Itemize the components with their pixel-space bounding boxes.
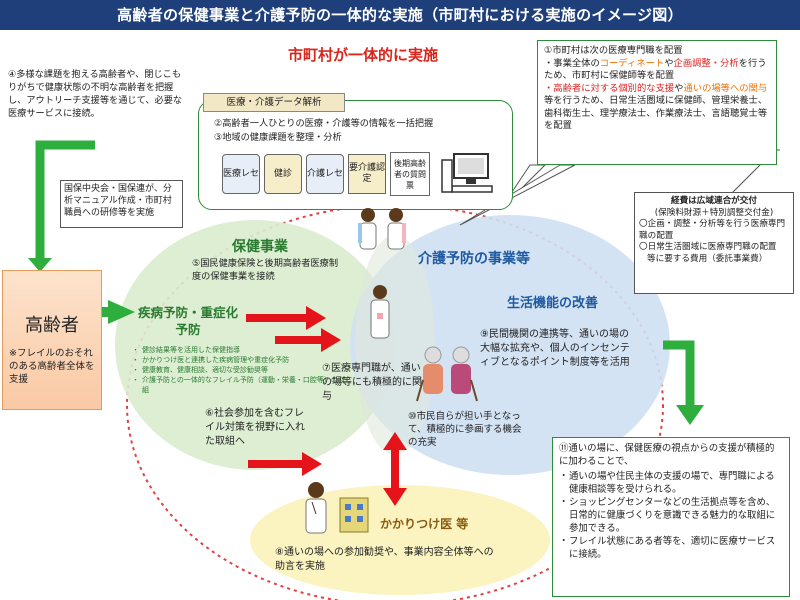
staff-pair-icon xyxy=(358,208,406,250)
doctor-title: かかりつけ医 等 xyxy=(380,517,469,531)
box11-bullet: フレイル状態にある者等を、適切に医療サービスに接続。 xyxy=(559,535,783,561)
data-panel-tab: 医療・介護データ解析 xyxy=(203,93,345,112)
center-item10: ⑩市民自らが担い手となって、積極的に参画する機会の充実 xyxy=(408,411,522,448)
card-care-certification: 要介護認定 xyxy=(348,154,386,194)
box11-bullet: ショッピングセンターなどの生活拠点等を含め、日常的に健康づくりを意識できる魅力的… xyxy=(559,496,783,535)
doctor-clinic-icon xyxy=(305,482,369,534)
health-item6: ⑥社会参加を含むフレイル対策を視野に入れた取組へ xyxy=(205,408,305,447)
card-care-receipt: 介護レセ xyxy=(306,154,344,194)
nurse-icon xyxy=(370,285,390,339)
box11-head: ⑪通いの場に、保健医療の視点からの支援が積極的に加わることで、 xyxy=(559,443,775,467)
health-bullet: かかりつけ医と連携した疾病管理や重症化予防 xyxy=(132,355,347,365)
red-arrow-2 xyxy=(275,336,323,344)
elderly-couple-icon xyxy=(416,346,478,402)
national-note: 国保中央会・国保連が、分析マニュアル作成・市町村職員への研修等を実施 xyxy=(60,180,183,228)
health-bullet: 介護予防との一体的なフレイル予防（運動・栄養・口腔等）の取組 xyxy=(132,375,347,395)
elderly-title: 高齢者 xyxy=(25,315,79,336)
funding-item3: 等に要する費用（委託事業費） xyxy=(647,253,768,264)
box-outcomes: ⑪通いの場に、保健医療の視点からの支援が積極的に加わることで、 通いの場や住民主… xyxy=(552,437,790,597)
card-medical-receipt: 医療レセ xyxy=(222,154,260,194)
red-arrow-3 xyxy=(248,460,304,468)
box1-line1: ①市町村は次の医療専門職を配置 xyxy=(544,45,683,56)
box11-bullet: 通いの場や住民主体の支援の場で、専門職による健康相談等を受けられる。 xyxy=(559,470,783,496)
note-outreach: ④多様な課題を抱える高齢者や、閉じこもりがちで健康状態の不明な高齢者を把握し、ア… xyxy=(8,69,183,119)
funding-item1: 〇企画・調整・分析等を行う医療専門職の配置 xyxy=(639,219,786,241)
elderly-note: ※フレイルのおそれのある高齢者全体を支援 xyxy=(9,348,95,385)
funding-title: 経費は広域連合が交付 xyxy=(671,196,757,206)
arrow-to-box11 xyxy=(663,340,695,410)
header-municipality: 市町村が一体的に実施 xyxy=(287,46,438,64)
health-item5: ⑤国民健康保険と後期高齢者医療制度の保健事業を接続 xyxy=(192,258,339,282)
funding-box: 経費は広域連合が交付 (保険料財源＋特別調整交付金) 〇企画・調整・分析等を行う… xyxy=(634,192,794,294)
card-checkup: 健診 xyxy=(264,154,302,194)
health-bullet: 健診結果等を活用した保健指導 xyxy=(132,345,347,355)
funding-sub: (保険料財源＋特別調整交付金) xyxy=(654,207,774,218)
care-title: 介護予防の事業等 xyxy=(418,251,530,267)
arrow-elderly-health xyxy=(108,300,135,324)
data-item-3: ③地域の健康課題を整理・分析 xyxy=(214,132,342,143)
box-specialists: ①市町村は次の医療専門職を配置 ・事業全体のコーディネートや企画調整・分析を行う… xyxy=(537,40,777,165)
computer-icon xyxy=(441,153,493,193)
box1-bullet2: ・高齢者に対する個別的な支援や通いの場等への関与等を行うため、日常生活圏域に保健… xyxy=(544,82,768,132)
care-subtitle: 生活機能の改善 xyxy=(507,296,599,311)
page-title: 高齢者の保健事業と介護予防の一体的な実施（市町村における実施のイメージ図） xyxy=(0,0,800,30)
red-arrow-1 xyxy=(246,314,308,322)
box11-bullets: 通いの場や住民主体の支援の場で、専門職による健康相談等を受けられる。 ショッピン… xyxy=(559,470,783,561)
doctor-ellipse xyxy=(250,485,550,595)
doctor-item8: ⑧通いの場への参加勧奨や、事業内容全体等への助言を実施 xyxy=(275,547,494,572)
care-circle xyxy=(350,215,670,475)
card-questionnaire: 後期高齢者の質問票 xyxy=(390,152,430,196)
care-item9: ⑨民間機関の連携等、通いの場の大幅な拡充や、個人のインセンティブとなるポイント制… xyxy=(480,329,630,368)
health-bullet: 健康教育、健康相談、適切な受診勧奨等 xyxy=(132,365,347,375)
disease-prevention-title: 疾病予防・重症化予防 xyxy=(138,305,239,337)
health-bullets: 健診結果等を活用した保健指導 かかりつけ医と連携した疾病管理や重症化予防 健康教… xyxy=(132,345,347,395)
data-item-2: ②高齢者一人ひとりの医療・介護等の情報を一括把握 xyxy=(214,118,434,129)
box1-bullet1: ・事業全体のコーディネートや企画調整・分析を行うため、市町村に保健師等を配置 xyxy=(544,57,767,82)
funding-item2: 〇日常生活圏域に医療専門職の配置 xyxy=(639,242,777,252)
center-item7: ⑦医療専門職が、通いの場等にも積極的に関与 xyxy=(322,363,422,402)
elderly-box: 高齢者 ※フレイルのおそれのある高齢者全体を支援 xyxy=(2,270,102,410)
red-arrow-vertical xyxy=(391,448,399,490)
arrow-outreach xyxy=(35,140,95,262)
health-title: 保健事業 xyxy=(232,239,288,255)
